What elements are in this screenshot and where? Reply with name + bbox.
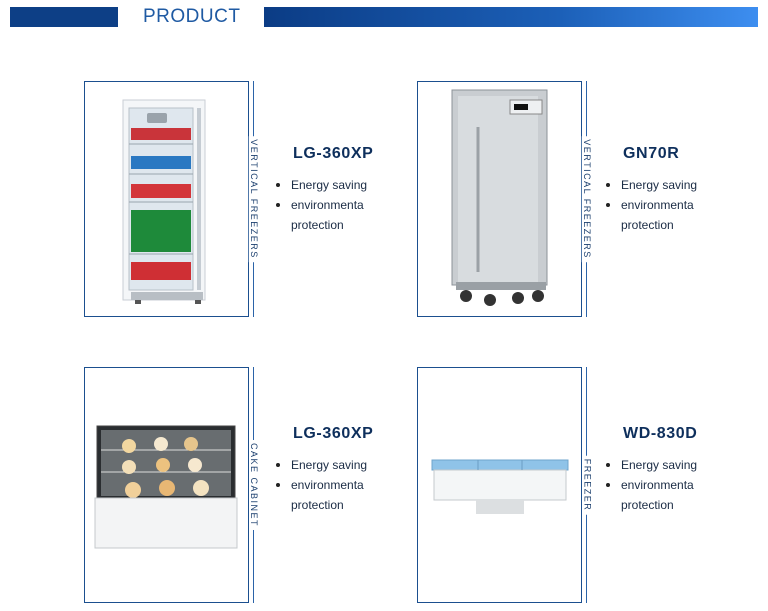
feature-item: environmenta — [276, 195, 367, 215]
feature-item: protection — [621, 498, 674, 512]
model-name: LG-360XP — [293, 425, 374, 442]
feature-list: Energy saving environmenta protection — [606, 175, 697, 235]
feature-item: Energy saving — [276, 455, 367, 475]
header-bar-right — [264, 7, 758, 27]
model-name: GN70R — [623, 145, 680, 162]
feature-item: environmenta — [606, 195, 697, 215]
feature-item: environmenta — [276, 475, 367, 495]
chest-freezer-image — [431, 459, 569, 514]
feature-item: protection — [621, 218, 674, 232]
model-name: LG-360XP — [293, 145, 374, 162]
product-image-frame[interactable] — [84, 81, 249, 317]
category-label: Vertical freezers — [247, 81, 261, 317]
product-card[interactable]: Vertical freezers GN70R Energy saving en… — [417, 81, 747, 321]
product-image-frame[interactable] — [84, 367, 249, 603]
product-image-frame[interactable] — [417, 81, 582, 317]
feature-item: Energy saving — [276, 175, 367, 195]
category-label: Cake cabinet — [247, 367, 261, 603]
feature-item: protection — [291, 498, 344, 512]
model-name: WD-830D — [623, 425, 698, 442]
feature-list: Energy saving environmenta protection — [276, 455, 367, 515]
stainless-freezer-image — [451, 89, 548, 306]
product-card[interactable]: Freezer WD-830D Energy saving environmen… — [417, 367, 747, 607]
feature-item: Energy saving — [606, 455, 697, 475]
feature-list: Energy saving environmenta protection — [606, 455, 697, 515]
feature-item: environmenta — [606, 475, 697, 495]
category-label: Freezer — [580, 367, 594, 603]
product-image-frame[interactable] — [417, 367, 582, 603]
cake-cabinet-image — [94, 425, 238, 549]
feature-item: protection — [291, 218, 344, 232]
product-card[interactable]: Vertical freezers LG-360XP Energy saving… — [84, 81, 414, 321]
feature-list: Energy saving environmenta protection — [276, 175, 367, 235]
header-bar-left — [10, 7, 118, 27]
beverage-cooler-image — [122, 99, 206, 304]
product-card[interactable]: Cake cabinet LG-360XP Energy saving envi… — [84, 367, 414, 607]
feature-item: Energy saving — [606, 175, 697, 195]
category-label: Vertical freezers — [580, 81, 594, 317]
page-title: PRODUCT — [143, 6, 241, 27]
